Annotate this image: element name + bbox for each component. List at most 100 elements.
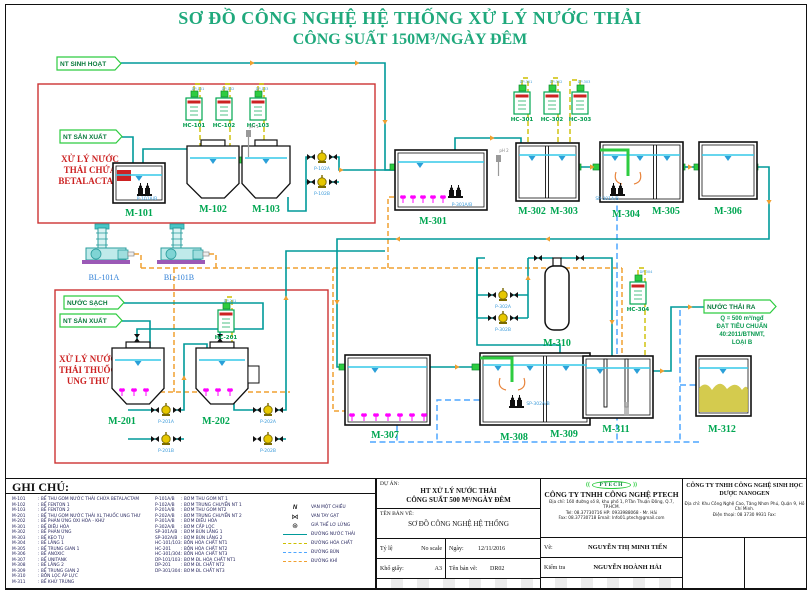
equipment-label: HC-201: [215, 335, 238, 341]
pipe-chem: [193, 83, 201, 161]
note-row: M-304BỂ LẮNG 1: [12, 541, 155, 547]
svg-text:UNG THƯ: UNG THƯ: [67, 376, 110, 386]
note-row: SP-302A/BBƠM BÙN LẮNG 2: [155, 536, 283, 542]
legend-symbol-icon: [283, 543, 307, 544]
note-row: M-307BỂ UNITANK: [12, 558, 155, 564]
checked-label: Kiểm tra: [544, 564, 566, 571]
note-row: M-306BỂ ANOXIC: [12, 552, 155, 558]
tank-label: M-308: [500, 432, 528, 443]
chemical-tank: [249, 90, 267, 121]
sludge-fill: [699, 383, 748, 412]
flow-arrow: [609, 320, 615, 325]
pipe-water: [122, 320, 151, 348]
svg-text:NT SINH HOẠT: NT SINH HOẠT: [60, 61, 106, 68]
title-line-1: SƠ ĐỒ CÔNG NGHỆ HỆ THỐNG XỬ LÝ NƯỚC THẢI: [178, 8, 642, 28]
equipment-label: P-202B: [260, 448, 276, 454]
flow-arrow: [766, 200, 772, 205]
equipment-label: DP-103: [256, 87, 269, 91]
note-row: M-102BỂ FENTON 1: [12, 503, 155, 509]
svg-text:ĐẠT TIÊU CHUẨN: ĐẠT TIÊU CHUẨN: [717, 322, 768, 330]
water-surface: [702, 154, 754, 161]
svg-text:NT SẢN XUẤT: NT SẢN XUẤT: [63, 131, 107, 141]
flow-arrow: [590, 164, 595, 170]
legend-row: ĐƯỜNG HÓA CHẤT: [283, 539, 371, 548]
dosing-pump: [634, 274, 643, 282]
date-label: Ngày:: [445, 539, 475, 558]
clarifier-feed-pipe: [600, 148, 630, 176]
equipment-label: HC-101: [183, 123, 206, 129]
flow-tag: NT SẢN XUẤT: [59, 129, 123, 144]
water-surface: [699, 367, 748, 374]
svg-text:XỬ LÝ NƯỚC: XỬ LÝ NƯỚC: [59, 354, 117, 364]
water-surface: [190, 157, 236, 164]
equipment-label: P-302B: [495, 327, 511, 333]
equipment-label: DP-302: [550, 80, 563, 84]
equipment-label: HC-103: [247, 123, 270, 129]
air-diffuser: [373, 413, 379, 421]
drawing-name: SƠ ĐỒ CÔNG NGHỆ HỆ THỐNG: [408, 520, 509, 528]
transfer-pump: [307, 175, 337, 188]
tank-label: M-101: [125, 208, 153, 219]
note-row: M-302BỂ PHẢN ỨNG: [12, 530, 155, 536]
chemical-tank: [513, 84, 531, 115]
pipe-water: [287, 156, 312, 212]
transfer-pump: [151, 432, 181, 445]
note-row: P-102A/BBƠM TRUNG CHUYỂN NT 1: [155, 503, 283, 509]
tank-label: M-304: [612, 209, 640, 220]
air-diffuser: [143, 388, 149, 396]
transfer-pump: [488, 311, 518, 324]
dosing-pump: [254, 90, 263, 98]
tank-M-302-303: [515, 142, 580, 202]
drawn-label: Vẽ:: [544, 544, 553, 551]
hand-valve: [134, 334, 140, 342]
pipe-chem: [637, 267, 646, 356]
tank-M-201: [111, 341, 165, 405]
equipment-label: P-302A: [495, 304, 512, 310]
water-surface: [116, 174, 162, 181]
flow-arrow: [382, 120, 388, 125]
water-surface: [519, 154, 576, 161]
svg-text:LOẠI B: LOẠI B: [732, 340, 753, 346]
dosing-pump: [190, 90, 199, 98]
tank-label: M-305: [652, 206, 680, 217]
note-row: M-308BỂ LẮNG 2: [12, 563, 155, 569]
company2-tel: Điện thoại: 08 3730 9931 Fax:: [712, 511, 777, 517]
ph-sensor: [496, 155, 501, 176]
note-row: M-202BỂ PHẢN ỨNG OXI HÓA - KHỬ: [12, 519, 155, 525]
tank-label: M-309: [550, 429, 578, 440]
transfer-pump: [253, 403, 283, 416]
signature-strip: [541, 578, 682, 588]
equipment-label: DP-102: [222, 87, 235, 91]
tank-label: M-302: [518, 206, 546, 217]
note-row: M-309BỂ TRUNG GIAN 2: [12, 569, 155, 575]
company1-fax: Fax: 08.37730718 Email: Info01.ptech@gma…: [558, 515, 665, 521]
dosing-pump: [518, 84, 527, 92]
equipment-label: DP-101: [192, 87, 205, 91]
air-diffuser: [203, 388, 209, 396]
water-surface: [398, 161, 484, 168]
equipment-label: HC-102: [213, 123, 236, 129]
chemical-tank: [543, 84, 561, 115]
tank-label: M-102: [199, 204, 227, 215]
sheet-label: Tên bản vẽ:: [445, 559, 487, 578]
flow-arrow: [355, 60, 360, 66]
air-blower: [82, 223, 135, 264]
notes-header: GHI CHÚ:: [6, 479, 375, 494]
company2-name: CÔNG TY TNHH CÔNG NGHỆ SINH HỌC DƯỢC NAN…: [686, 483, 803, 497]
equipment-label: P-102B: [314, 191, 330, 197]
title-block: DỰ ÁN: HT XỬ LÝ NƯỚC THẢI CÔNG SUẤT 500 …: [376, 478, 807, 589]
equipment-label: DP-304: [640, 270, 653, 274]
air-diffuser: [397, 413, 403, 421]
submersible-pump-pair: [137, 183, 152, 196]
paper-label: Khổ giấy:: [380, 565, 404, 572]
submersible-pump-pair: [610, 183, 625, 196]
equipment-label: P-201A: [158, 419, 175, 425]
note-row: P-302A/BBƠM CẤP LỌC: [155, 525, 283, 531]
air-diffuser: [430, 195, 436, 203]
svg-text:Q = 500 m³/ngđ: Q = 500 m³/ngđ: [720, 315, 764, 322]
legend-symbol-icon: [283, 561, 307, 562]
legend-row: ĐƯỜNG NƯỚC THẢI: [283, 530, 371, 539]
svg-text:BETALACTAM: BETALACTAM: [58, 176, 122, 186]
tank-M-102: [186, 139, 240, 199]
